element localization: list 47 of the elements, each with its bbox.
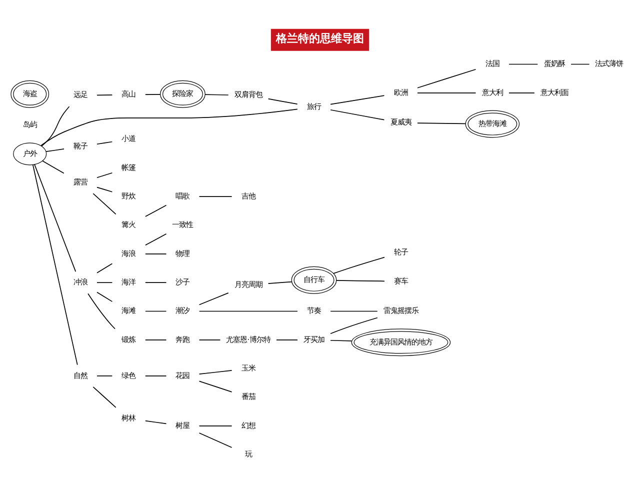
connector <box>144 420 167 424</box>
connector <box>88 293 116 330</box>
connector <box>96 282 113 284</box>
connector <box>32 164 78 366</box>
connector <box>336 280 385 282</box>
connector <box>96 375 113 376</box>
connector <box>96 186 113 192</box>
connector <box>330 109 385 120</box>
connector <box>40 108 298 146</box>
connector <box>96 172 113 178</box>
connector <box>96 263 113 274</box>
connector <box>417 122 466 124</box>
connector <box>144 375 167 376</box>
connector <box>268 281 292 284</box>
connector <box>198 380 232 392</box>
connector <box>198 310 298 312</box>
connector <box>198 292 229 306</box>
connector <box>198 196 232 198</box>
connector <box>46 148 64 152</box>
connector <box>330 340 352 342</box>
connector <box>508 92 535 94</box>
connector <box>333 256 385 274</box>
connector <box>41 106 70 146</box>
connector <box>417 68 476 88</box>
connector <box>330 310 378 312</box>
connector <box>570 64 590 65</box>
connector <box>92 386 116 408</box>
connector <box>96 94 113 96</box>
connector <box>330 317 378 334</box>
connector <box>144 233 167 246</box>
connector <box>508 64 538 65</box>
connector <box>204 94 229 96</box>
connector <box>198 370 232 375</box>
connector <box>330 95 385 105</box>
connector <box>268 98 298 104</box>
connector <box>96 292 113 302</box>
connector <box>144 204 167 217</box>
connector <box>92 193 116 215</box>
connector <box>42 160 64 174</box>
diagram-title: 格兰特的思维导图 <box>276 32 364 45</box>
connector <box>144 282 167 284</box>
connector <box>96 141 113 145</box>
connector <box>144 310 167 312</box>
connector <box>417 92 476 94</box>
connector <box>144 94 161 95</box>
connector <box>198 432 232 448</box>
connector <box>34 164 76 272</box>
